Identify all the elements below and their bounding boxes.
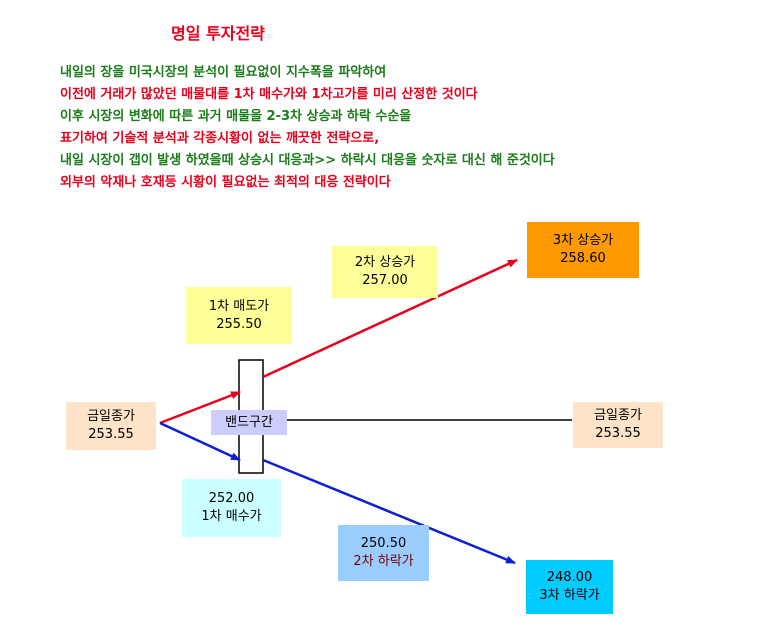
description-line-6: 외부의 악재나 호재등 시황이 필요없는 최적의 대응 전략이다: [60, 175, 391, 190]
buy-1-value: 252.00: [208, 491, 255, 506]
buy-1-label: 1차 매수가: [201, 509, 262, 524]
today-close-left-value: 253.55: [88, 427, 134, 442]
description-line-2: 이전에 거래가 많았던 매물대를 1차 매수가와 1차고가를 미리 산정한 것이…: [60, 87, 478, 102]
today-close-right-label: 금일종가: [594, 408, 642, 423]
rise-3-label: 3차 상승가: [552, 233, 614, 248]
rise-2-value: 257.00: [362, 273, 408, 288]
up-arrow-long: [262, 258, 518, 379]
sell-1-box: 1차 매도가 255.50: [186, 287, 292, 344]
down-arrow-short: [159, 421, 241, 462]
band-label-box: 밴드구간: [211, 410, 287, 435]
rise-3-value: 258.60: [560, 251, 606, 266]
fall-2-label: 2차 하락가: [353, 554, 414, 569]
fall-2-box: 250.50 2차 하락가: [338, 525, 429, 581]
band-label: 밴드구간: [225, 414, 273, 430]
today-close-right-box: 금일종가 253.55: [573, 402, 663, 448]
rise-2-label: 2차 상승가: [354, 255, 416, 270]
fall-3-value: 248.00: [546, 570, 593, 585]
description-line-1: 내일의 장을 미국시장의 분석이 필요없이 지수폭을 파악하여: [60, 65, 387, 80]
fall-3-box: 248.00 3차 하락가: [526, 560, 613, 614]
description-line-3: 이후 시장의 변화에 따른 과거 매물을 2-3차 상승과 하락 수순을: [60, 109, 412, 124]
sell-1-value: 255.50: [216, 316, 262, 332]
up-arrow-short: [159, 390, 241, 425]
sell-1-label: 1차 매도가: [208, 298, 270, 314]
rise-2-box: 2차 상승가 257.00: [332, 246, 438, 298]
page-title: 명일 투자전략: [171, 24, 265, 43]
fall-2-value: 250.50: [360, 536, 407, 551]
today-close-left-label: 금일종가: [87, 409, 135, 424]
today-close-left-box: 금일종가 253.55: [66, 402, 156, 450]
buy-1-box: 252.00 1차 매수가: [182, 479, 281, 537]
description-block: 내일의 장을 미국시장의 분석이 필요없이 지수폭을 파악하여 이전에 거래가 …: [60, 62, 555, 194]
today-close-right-value: 253.55: [595, 426, 641, 441]
description-line-4: 표기하여 기술적 분석과 각종시황이 없는 깨끗한 전략으로,: [60, 131, 380, 146]
fall-3-label: 3차 하락가: [539, 588, 600, 603]
rise-3-box: 3차 상승가 258.60: [527, 222, 639, 278]
down-arrow-long: [262, 458, 516, 565]
description-line-5: 내일 시장이 갭이 발생 하였을때 상승시 대응과>> 하락시 대응을 숫자로 …: [60, 153, 555, 168]
